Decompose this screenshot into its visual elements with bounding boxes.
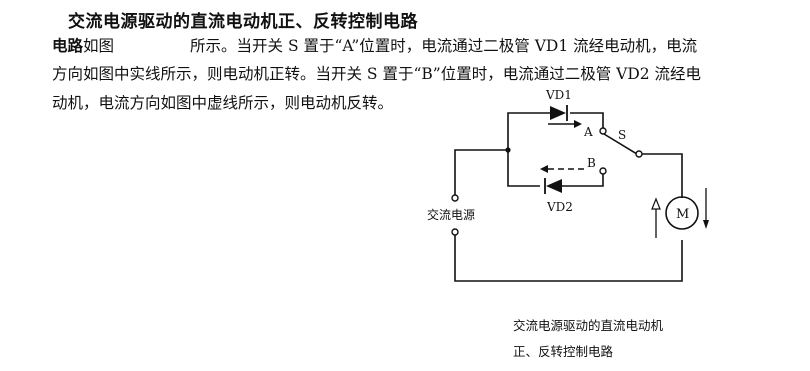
label-switch-a: A xyxy=(583,125,593,139)
paragraph-bold-lead: 电路 xyxy=(52,36,84,55)
switch-contact-b xyxy=(599,167,607,175)
body-paragraph: 电路如图 所示。当开关 S 置于“A”位置时，电流通过二极管 VD1 流经电动机，… xyxy=(52,31,792,118)
wire-upper-left xyxy=(507,112,550,150)
switch-pivot xyxy=(635,150,643,158)
paragraph-line-1: 电路如图 所示。当开关 S 置于“A”位置时，电流通过二极管 VD1 流经电动机，… xyxy=(52,31,792,60)
ac-terminal-bottom xyxy=(451,228,459,236)
ac-terminal-top xyxy=(451,194,459,202)
paragraph-line-3: 动机，电流方向如图中虚线所示，则电动机反转。 xyxy=(52,94,394,112)
label-ac-source: 交流电源 xyxy=(427,207,475,222)
diode-vd1-icon xyxy=(550,105,568,121)
current-arrow-dashed-icon xyxy=(540,165,584,173)
current-arrow-solid-icon xyxy=(548,120,582,128)
paragraph-line-2: 方向如图中实线所示，则电动机正转。当开关 S 置于“B”位置时，电流通过二极管 … xyxy=(52,65,702,83)
diode-vd2-icon xyxy=(544,178,562,194)
label-motor: M xyxy=(676,207,689,222)
switch-contact-a xyxy=(599,127,607,135)
motor-circle xyxy=(665,196,699,230)
motor-arrow-down-icon xyxy=(703,188,709,229)
wire-switch-to-motor xyxy=(640,153,683,198)
wire-source-top xyxy=(454,149,508,195)
switch-lever xyxy=(603,133,638,155)
wire-lower-left xyxy=(507,150,540,187)
label-switch-s: S xyxy=(618,128,626,142)
paragraph-line-1-start: 如图 xyxy=(83,37,115,55)
wire-upper-right xyxy=(570,112,604,128)
label-vd2: VD2 xyxy=(546,200,573,214)
wire-lower-right xyxy=(562,174,604,187)
motor-arrow-up-icon xyxy=(651,197,661,238)
label-vd1: VD1 xyxy=(545,88,572,102)
figure-caption-line-2: 正、反转控制电路 xyxy=(513,344,614,359)
paragraph-line-1-end: 所示。当开关 S 置于“A”位置时，电流通过二极管 VD1 流经电动机，电流 xyxy=(190,37,698,55)
figure-caption-line-1: 交流电源驱动的直流电动机 xyxy=(513,318,664,333)
wire-source-bottom xyxy=(454,235,683,282)
junction-dot xyxy=(505,147,511,153)
document-title: 交流电源驱动的直流电动机正、反转控制电路 xyxy=(68,12,418,32)
label-switch-b: B xyxy=(587,156,596,170)
